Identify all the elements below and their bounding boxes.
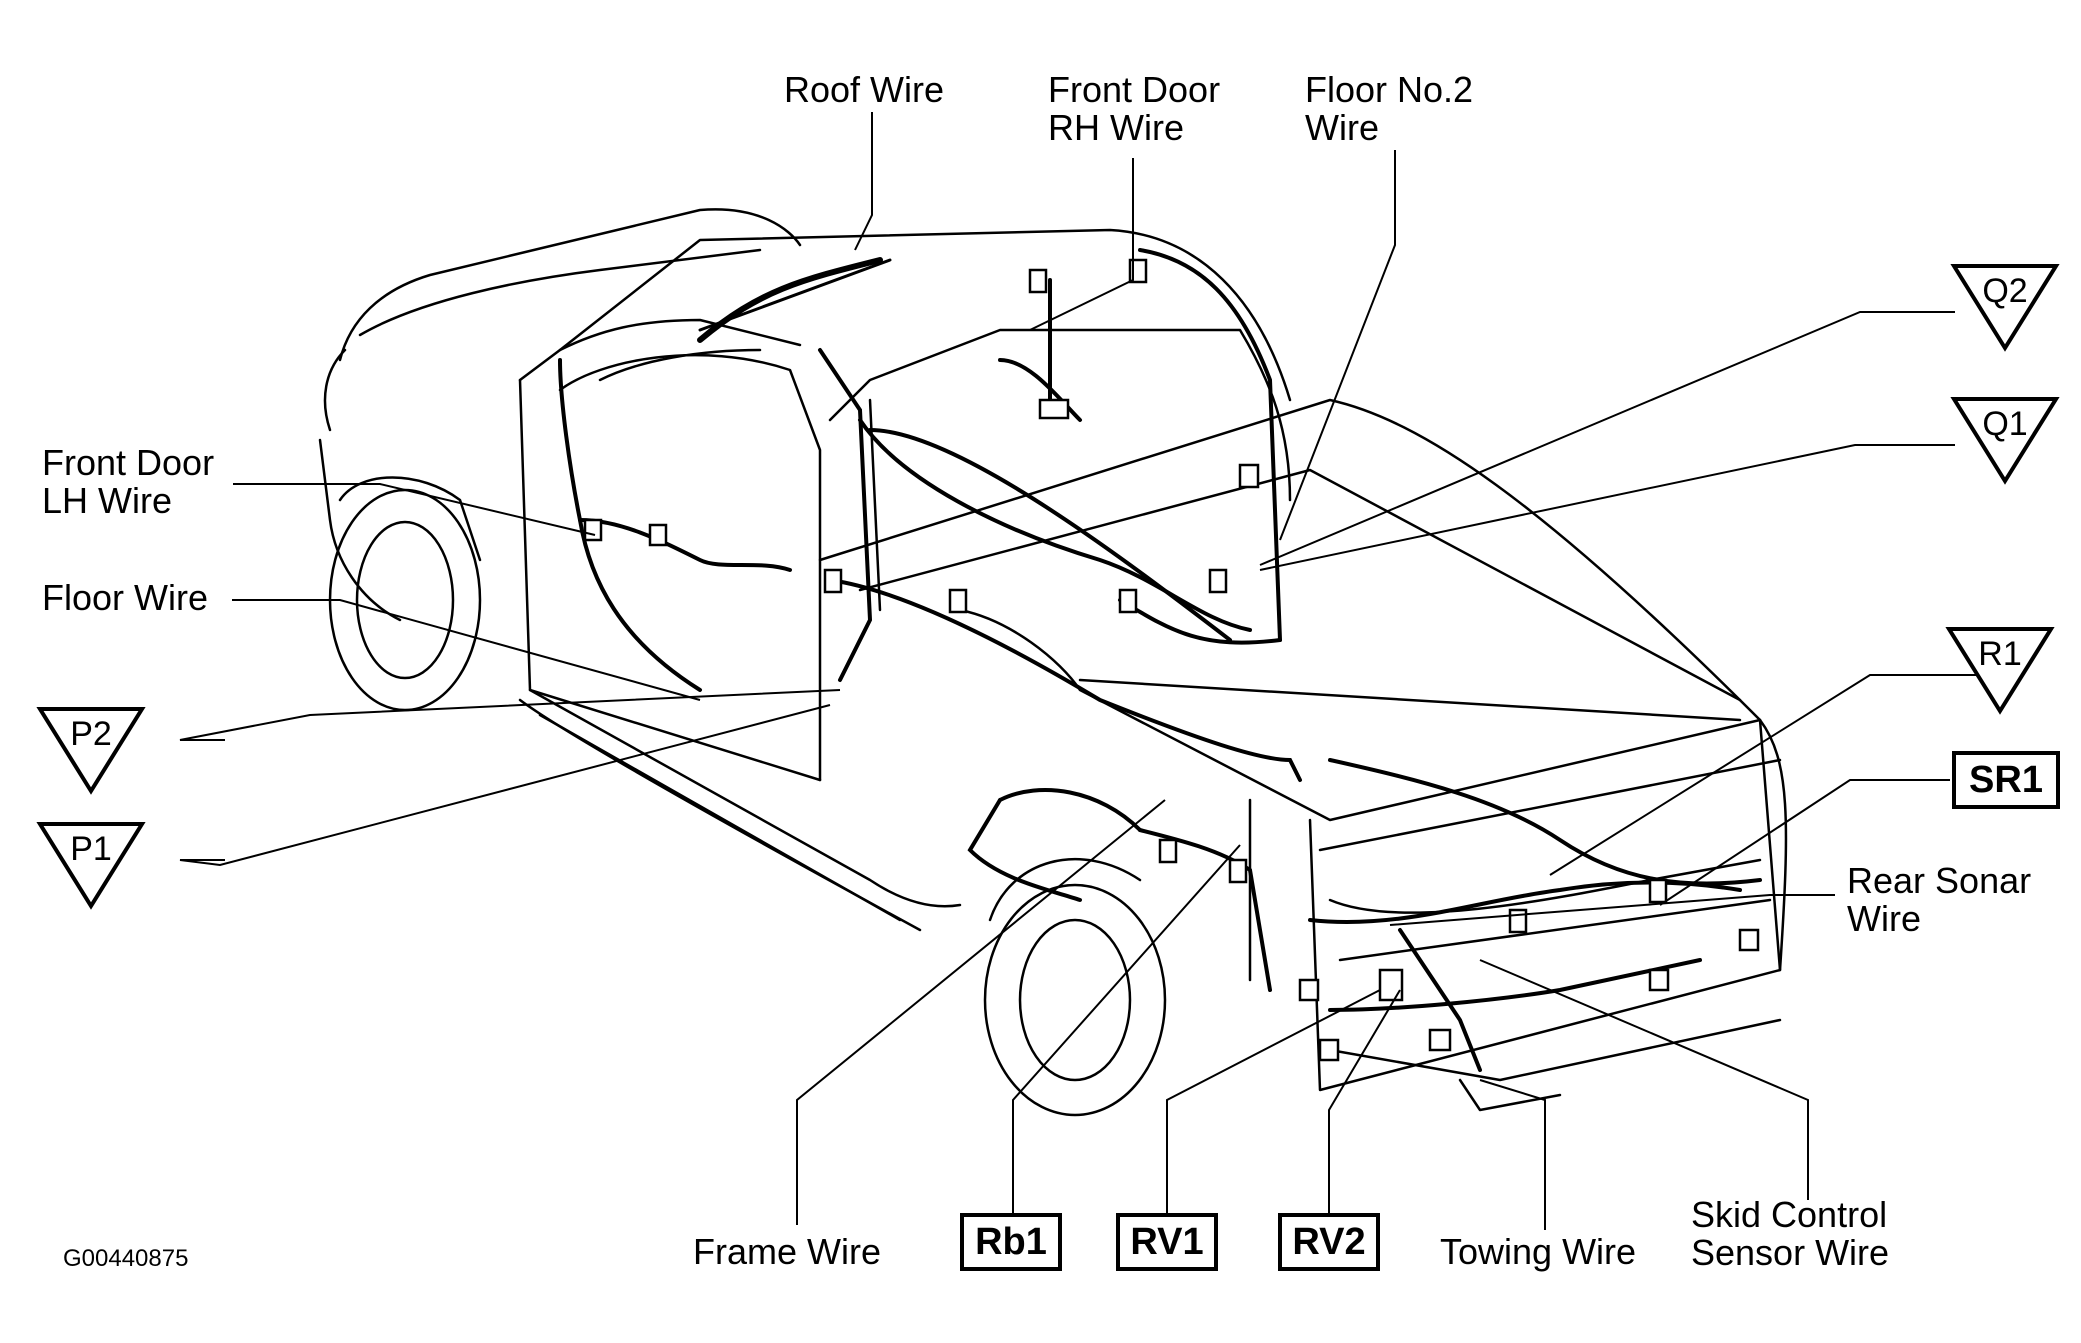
figure-id: G00440875: [63, 1245, 189, 1272]
marker-q2: Q2: [1950, 262, 2060, 352]
connectors: [583, 258, 1760, 1062]
marker-rb1: Rb1: [960, 1213, 1062, 1271]
marker-r1: R1: [1945, 625, 2055, 715]
wire-harness: [558, 248, 1762, 1072]
label-frame-wire: Frame Wire: [693, 1231, 881, 1272]
marker-sr1: SR1: [1952, 751, 2060, 809]
marker-q1: Q1: [1950, 395, 2060, 485]
truck-body-outline: [318, 208, 1788, 1117]
marker-p2: P2: [36, 705, 146, 795]
marker-p1: P1: [36, 820, 146, 910]
marker-rv2: RV2: [1278, 1213, 1380, 1271]
label-floor-wire: Floor Wire: [42, 577, 209, 618]
label-roof-wire: Roof Wire: [784, 69, 945, 110]
marker-rv1: RV1: [1116, 1213, 1218, 1271]
label-towing-wire: Towing Wire: [1440, 1231, 1637, 1272]
leader-lines: [179, 112, 1997, 1230]
